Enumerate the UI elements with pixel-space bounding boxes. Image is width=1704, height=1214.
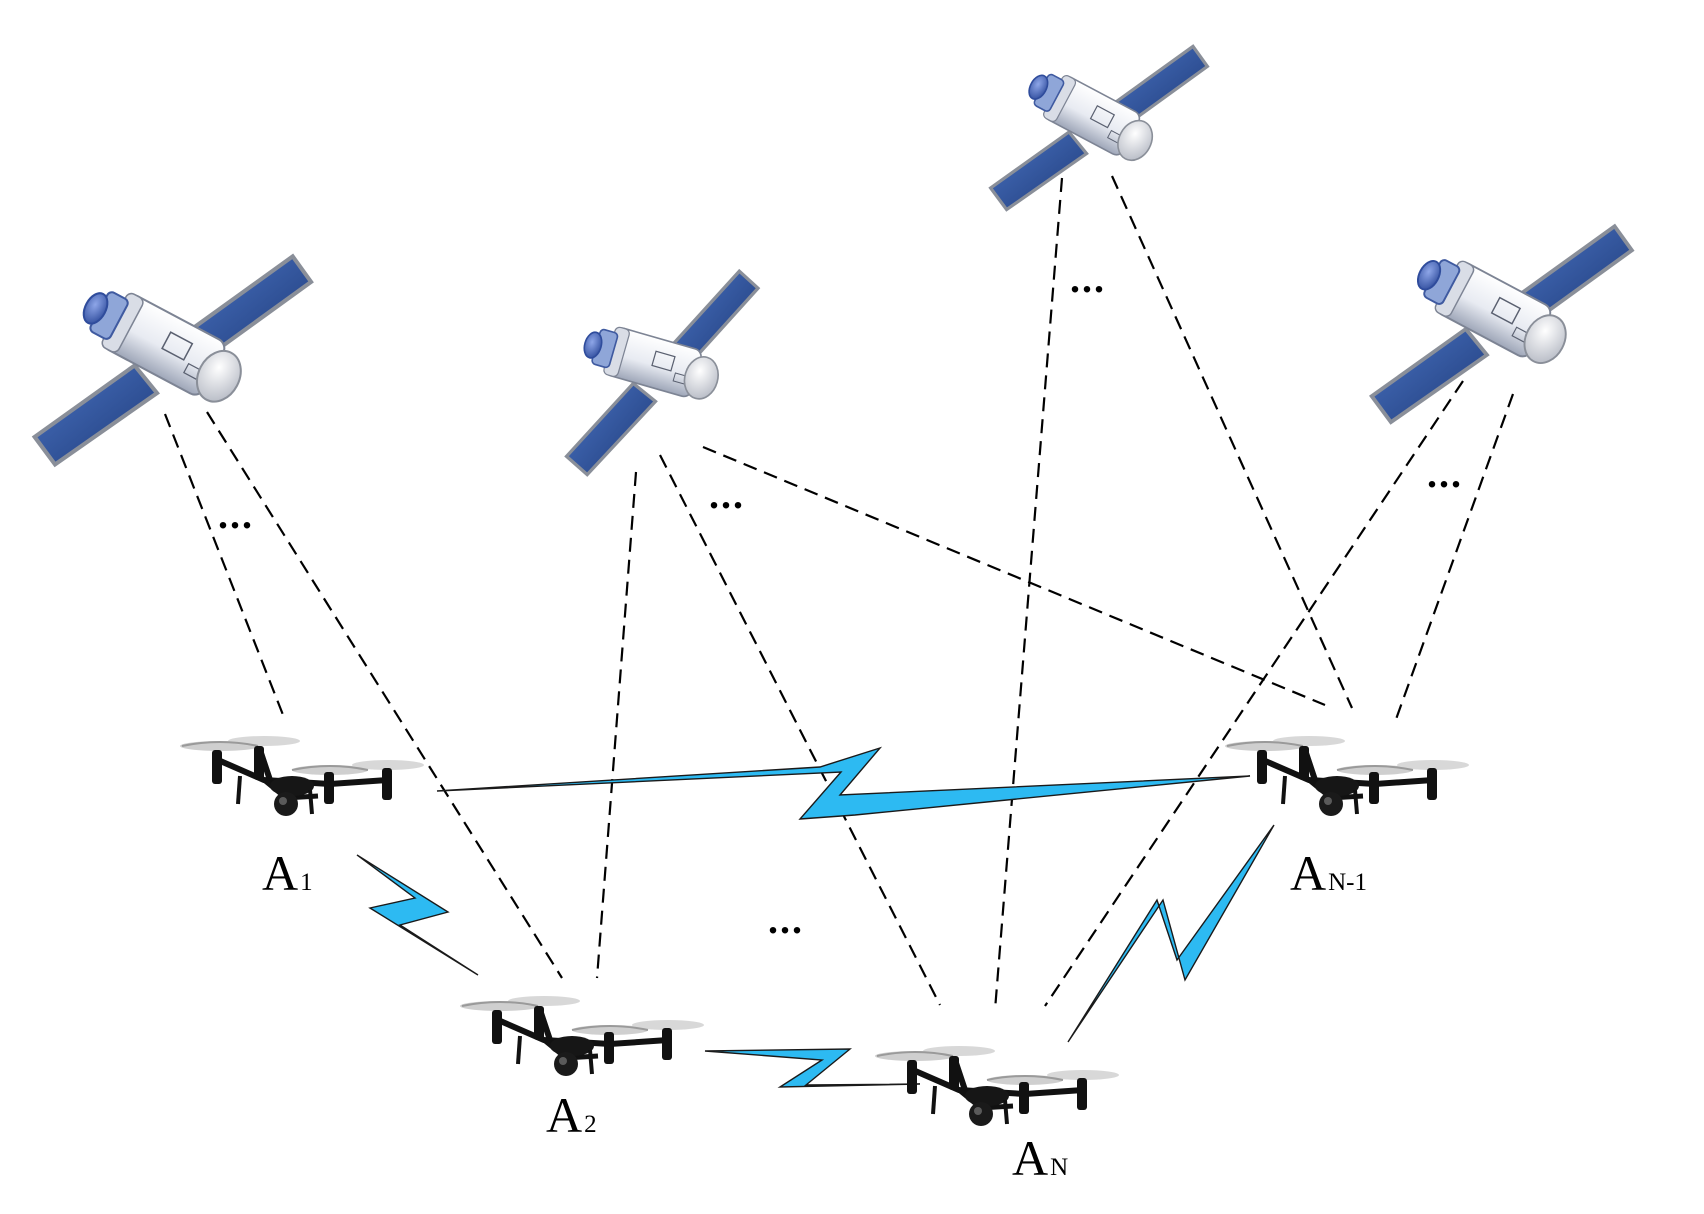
link-sat1-a1	[163, 413, 287, 721]
label-an1: AN-1	[1290, 845, 1367, 901]
link-sat2-a2	[595, 471, 638, 979]
satellite-1	[35, 256, 311, 464]
ellipsis-sat3: ...	[1070, 256, 1106, 301]
label-an: AN	[1012, 1130, 1068, 1186]
wireless-links	[356, 746, 1275, 1088]
satellite-3	[988, 44, 1210, 212]
link-sat4-an	[1044, 380, 1464, 1007]
link-sat4-an1	[1393, 393, 1515, 723]
satellite-icon	[988, 44, 1210, 212]
ellipsis-sat2: ...	[709, 472, 745, 517]
satellite-2	[534, 266, 791, 480]
ellipsis-sat1: ...	[218, 492, 254, 537]
label-a1: A1	[262, 845, 313, 901]
wireless-link-a1-a2	[356, 854, 479, 976]
label-a2: A2	[546, 1087, 597, 1143]
drone-a2	[460, 996, 704, 1076]
link-sat1-a2	[206, 411, 563, 979]
drone-icon	[1225, 736, 1469, 816]
drone-a1	[180, 736, 424, 816]
drone-an	[875, 1046, 1119, 1126]
wireless-link-a2-an	[704, 1048, 921, 1088]
satellite-4	[1369, 224, 1634, 425]
wireless-link-a1-an1	[436, 746, 1251, 820]
wireless-link-an-an1	[1067, 824, 1275, 1043]
satellite-icon	[1369, 224, 1634, 425]
link-sat3-an1	[1110, 175, 1354, 709]
satellite-links	[163, 175, 1515, 1011]
drone-icon	[460, 996, 704, 1076]
link-sat2-an	[659, 454, 941, 1006]
link-sat2-an1	[702, 445, 1326, 707]
link-sat3-an	[993, 177, 1064, 1011]
satellite-icon	[35, 256, 311, 464]
drone-icon	[180, 736, 424, 816]
ellipsis-drones: ...	[768, 897, 804, 942]
ellipsis-sat4: ...	[1427, 451, 1463, 496]
drone-icon	[875, 1046, 1119, 1126]
satellite-icon	[534, 266, 791, 480]
drone-an1	[1225, 736, 1469, 816]
